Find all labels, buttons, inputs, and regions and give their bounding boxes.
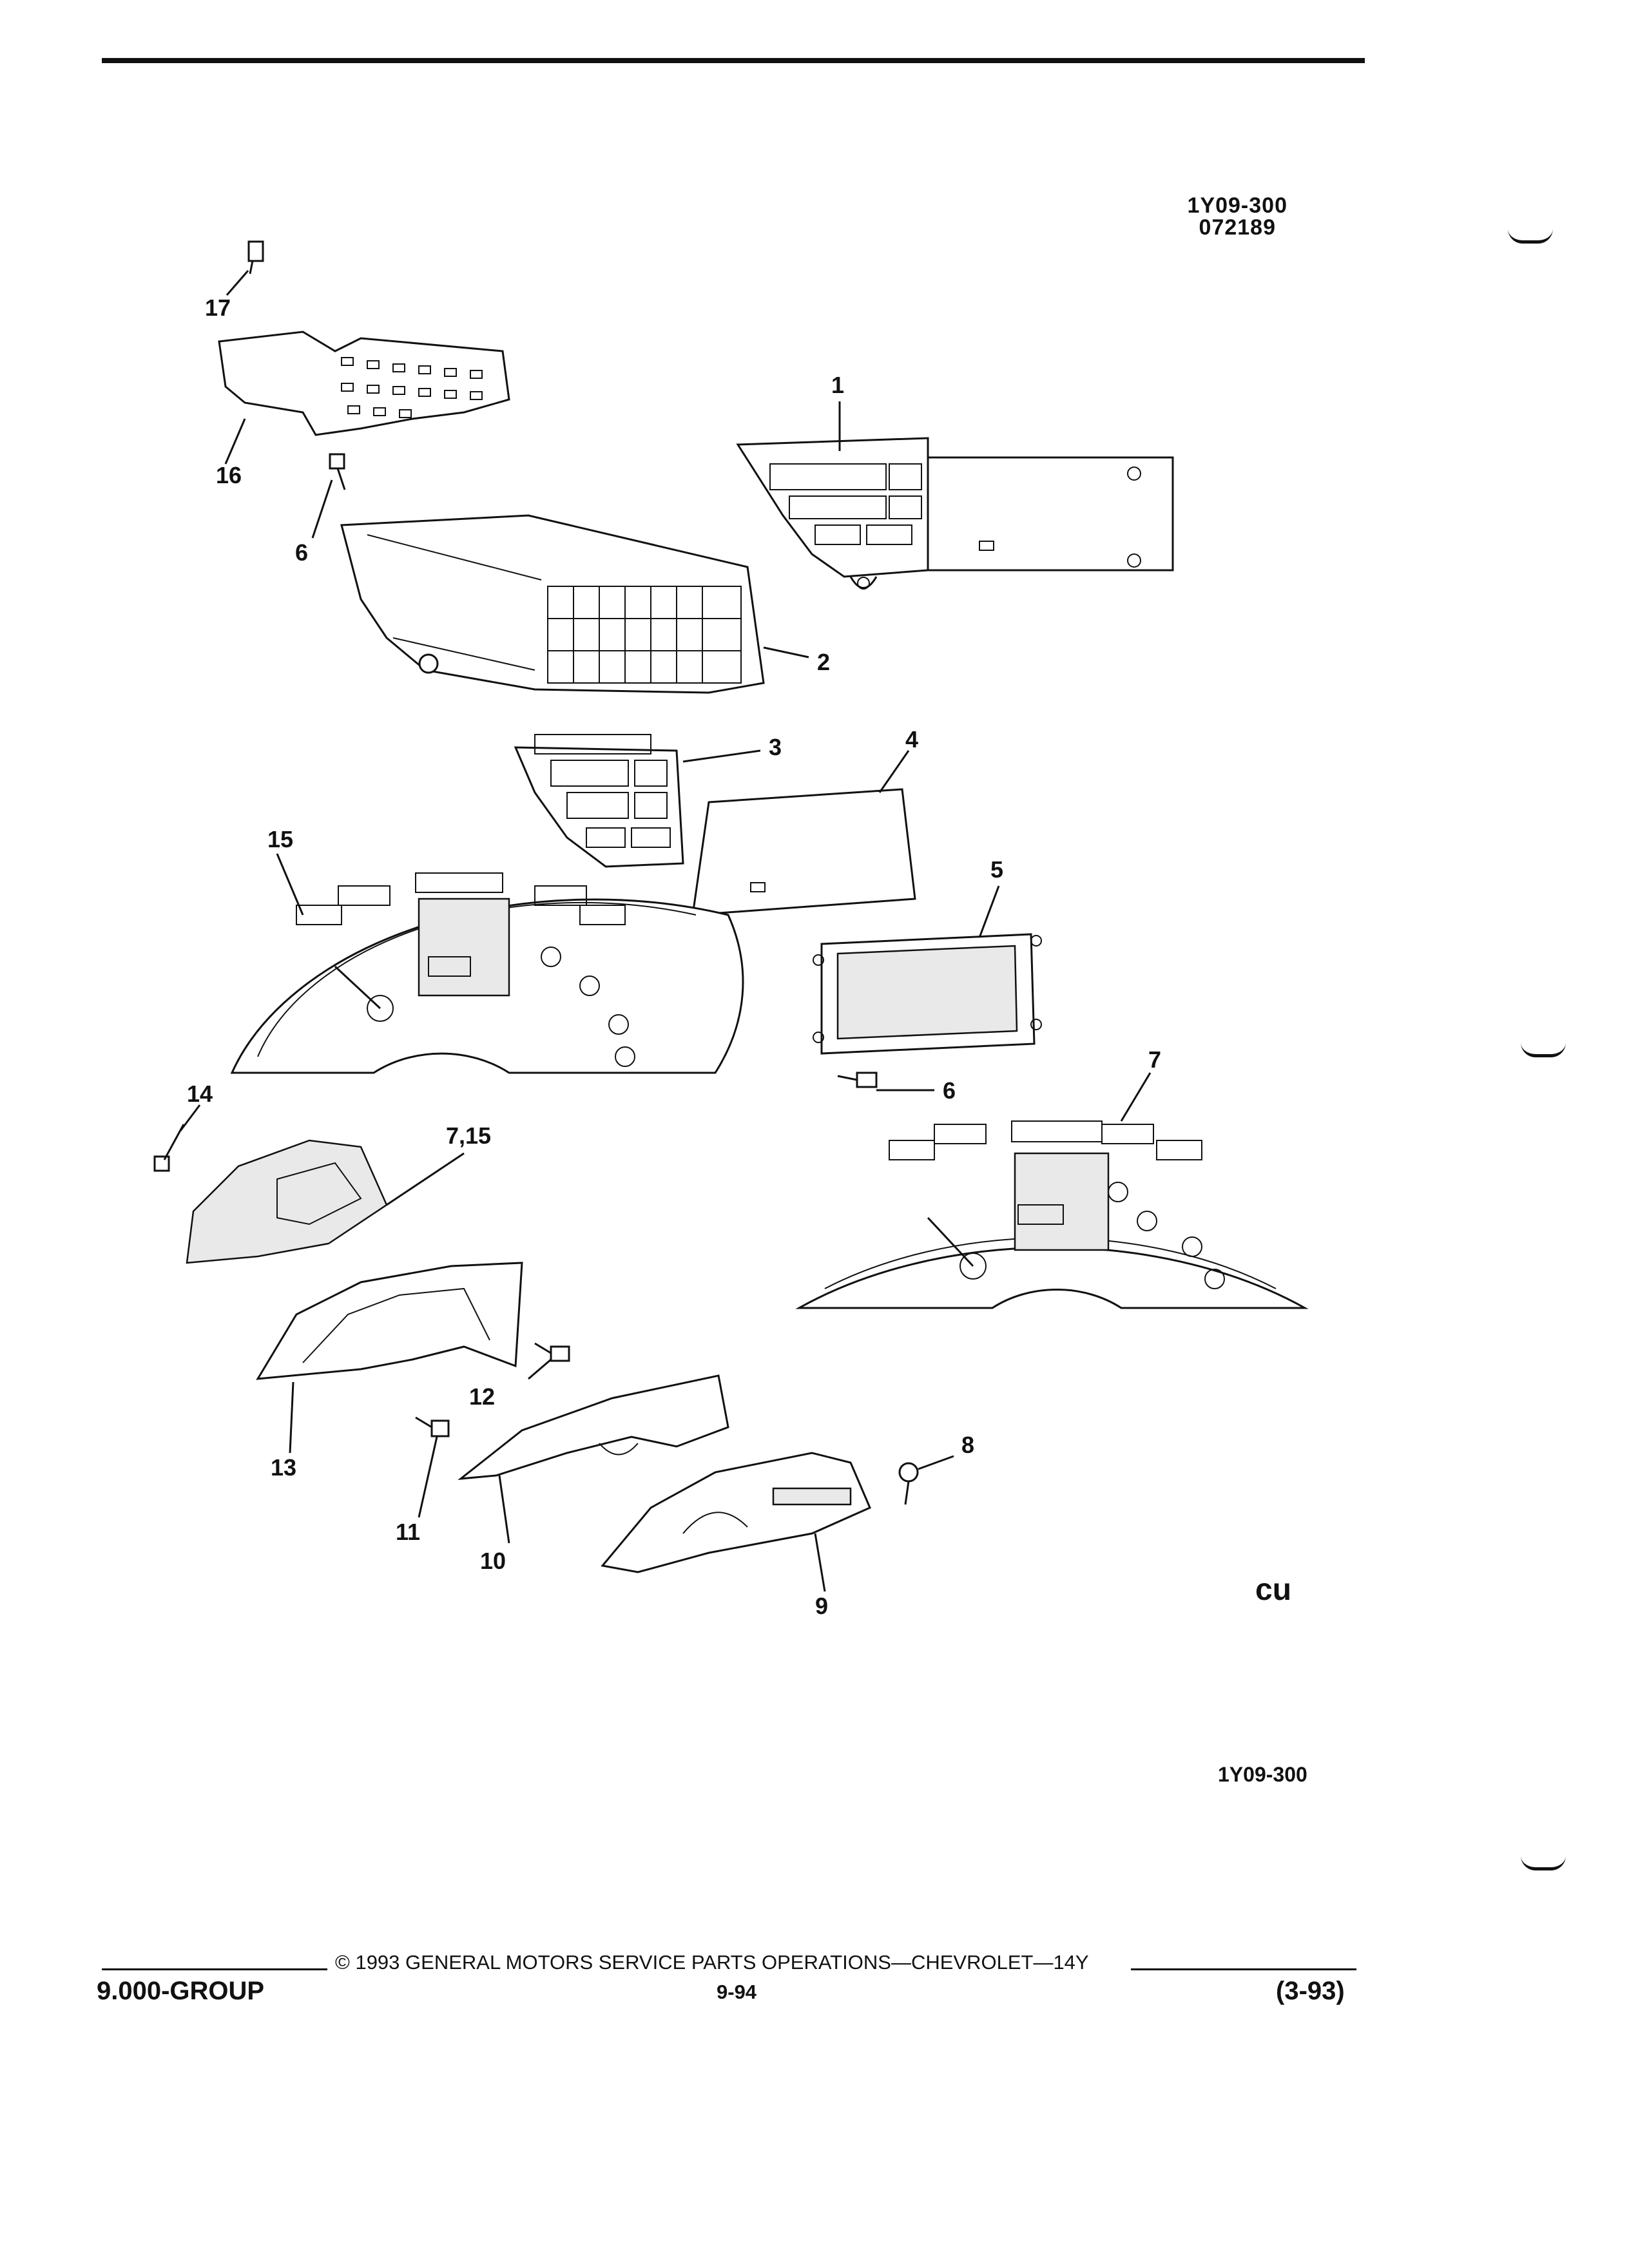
callout-16: 16	[216, 462, 242, 488]
callout-4: 4	[905, 726, 918, 753]
leader-14	[179, 1104, 201, 1131]
leader-13	[289, 1381, 294, 1454]
part-11-screw	[415, 1416, 450, 1437]
part-8-screw	[898, 1462, 919, 1505]
footer-rule-left	[102, 1968, 327, 1970]
callout-3: 3	[769, 734, 782, 760]
part-13-cluster-bezel	[256, 1262, 523, 1380]
figure-id: 1Y09-300	[1187, 193, 1287, 218]
callout-15: 15	[267, 826, 293, 852]
part-12-screw	[534, 1342, 570, 1362]
part-14-bolt	[153, 1124, 185, 1172]
footer-page-number: 9-94	[717, 1981, 757, 2003]
part-6-screw-lower	[837, 1072, 878, 1088]
part-7-cluster-face	[795, 1120, 1309, 1309]
callout-7-15: 7,15	[446, 1122, 491, 1149]
part-2-housing	[340, 514, 765, 694]
leader-5	[978, 885, 1000, 938]
leader-15	[276, 853, 304, 916]
cu-mark: cu	[1255, 1573, 1292, 1607]
callout-14: 14	[187, 1081, 213, 1107]
leader-9	[814, 1533, 826, 1592]
part-6-screw-upper	[329, 453, 346, 490]
callout-11: 11	[396, 1519, 420, 1545]
leader-16	[224, 418, 246, 465]
footer-copyright: © 1993 GENERAL MOTORS SERVICE PARTS OPER…	[335, 1951, 1089, 1974]
top-rule	[102, 58, 1365, 63]
callout-10: 10	[480, 1548, 506, 1574]
callout-6-upper: 6	[295, 539, 308, 566]
leader-2	[763, 646, 809, 658]
figure-date: 072189	[1199, 215, 1276, 240]
callout-5: 5	[990, 856, 1003, 883]
part-7-15-cluster-body	[186, 1139, 388, 1264]
leader-10	[498, 1475, 510, 1544]
binding-mark	[1521, 1043, 1566, 1057]
part-10-trim-panel	[458, 1374, 729, 1480]
part-3-switch-assembly	[514, 734, 684, 868]
leader-6-upper	[311, 479, 333, 539]
footer-date: (3-93)	[1276, 1977, 1345, 2005]
callout-9: 9	[815, 1593, 828, 1619]
leader-12	[528, 1358, 552, 1380]
part-9-lower-trim	[601, 1452, 871, 1573]
part-4-lens-decal	[691, 788, 916, 916]
callout-2: 2	[817, 649, 830, 675]
callout-7: 7	[1148, 1046, 1161, 1073]
leader-7	[1120, 1072, 1152, 1122]
leader-7-15	[386, 1152, 465, 1206]
part-15-cluster-face	[230, 872, 744, 1074]
part-1-trip-monitor-panel	[736, 437, 1174, 590]
part-16-circuit-board	[218, 331, 510, 436]
callout-1: 1	[831, 372, 844, 398]
part-17-screw	[247, 240, 264, 274]
leader-17	[226, 270, 249, 296]
figure-id-block: 1Y09-300 072189	[1188, 195, 1287, 238]
callout-12: 12	[469, 1383, 495, 1410]
callout-6-lower: 6	[943, 1077, 956, 1104]
part-5-bezel-frame	[813, 933, 1042, 1055]
leader-4	[878, 750, 910, 793]
footer-group: 9.000-GROUP	[97, 1977, 265, 2005]
footer-rule-right	[1131, 1968, 1356, 1970]
callout-13: 13	[271, 1454, 296, 1481]
leader-3	[682, 749, 761, 763]
callout-8: 8	[961, 1432, 974, 1458]
figure-reference: 1Y09-300	[1218, 1763, 1307, 1786]
binding-mark	[1521, 1856, 1566, 1870]
leader-8	[918, 1455, 954, 1470]
callout-17: 17	[205, 294, 231, 321]
leader-11	[418, 1436, 438, 1518]
binding-mark	[1508, 229, 1553, 244]
